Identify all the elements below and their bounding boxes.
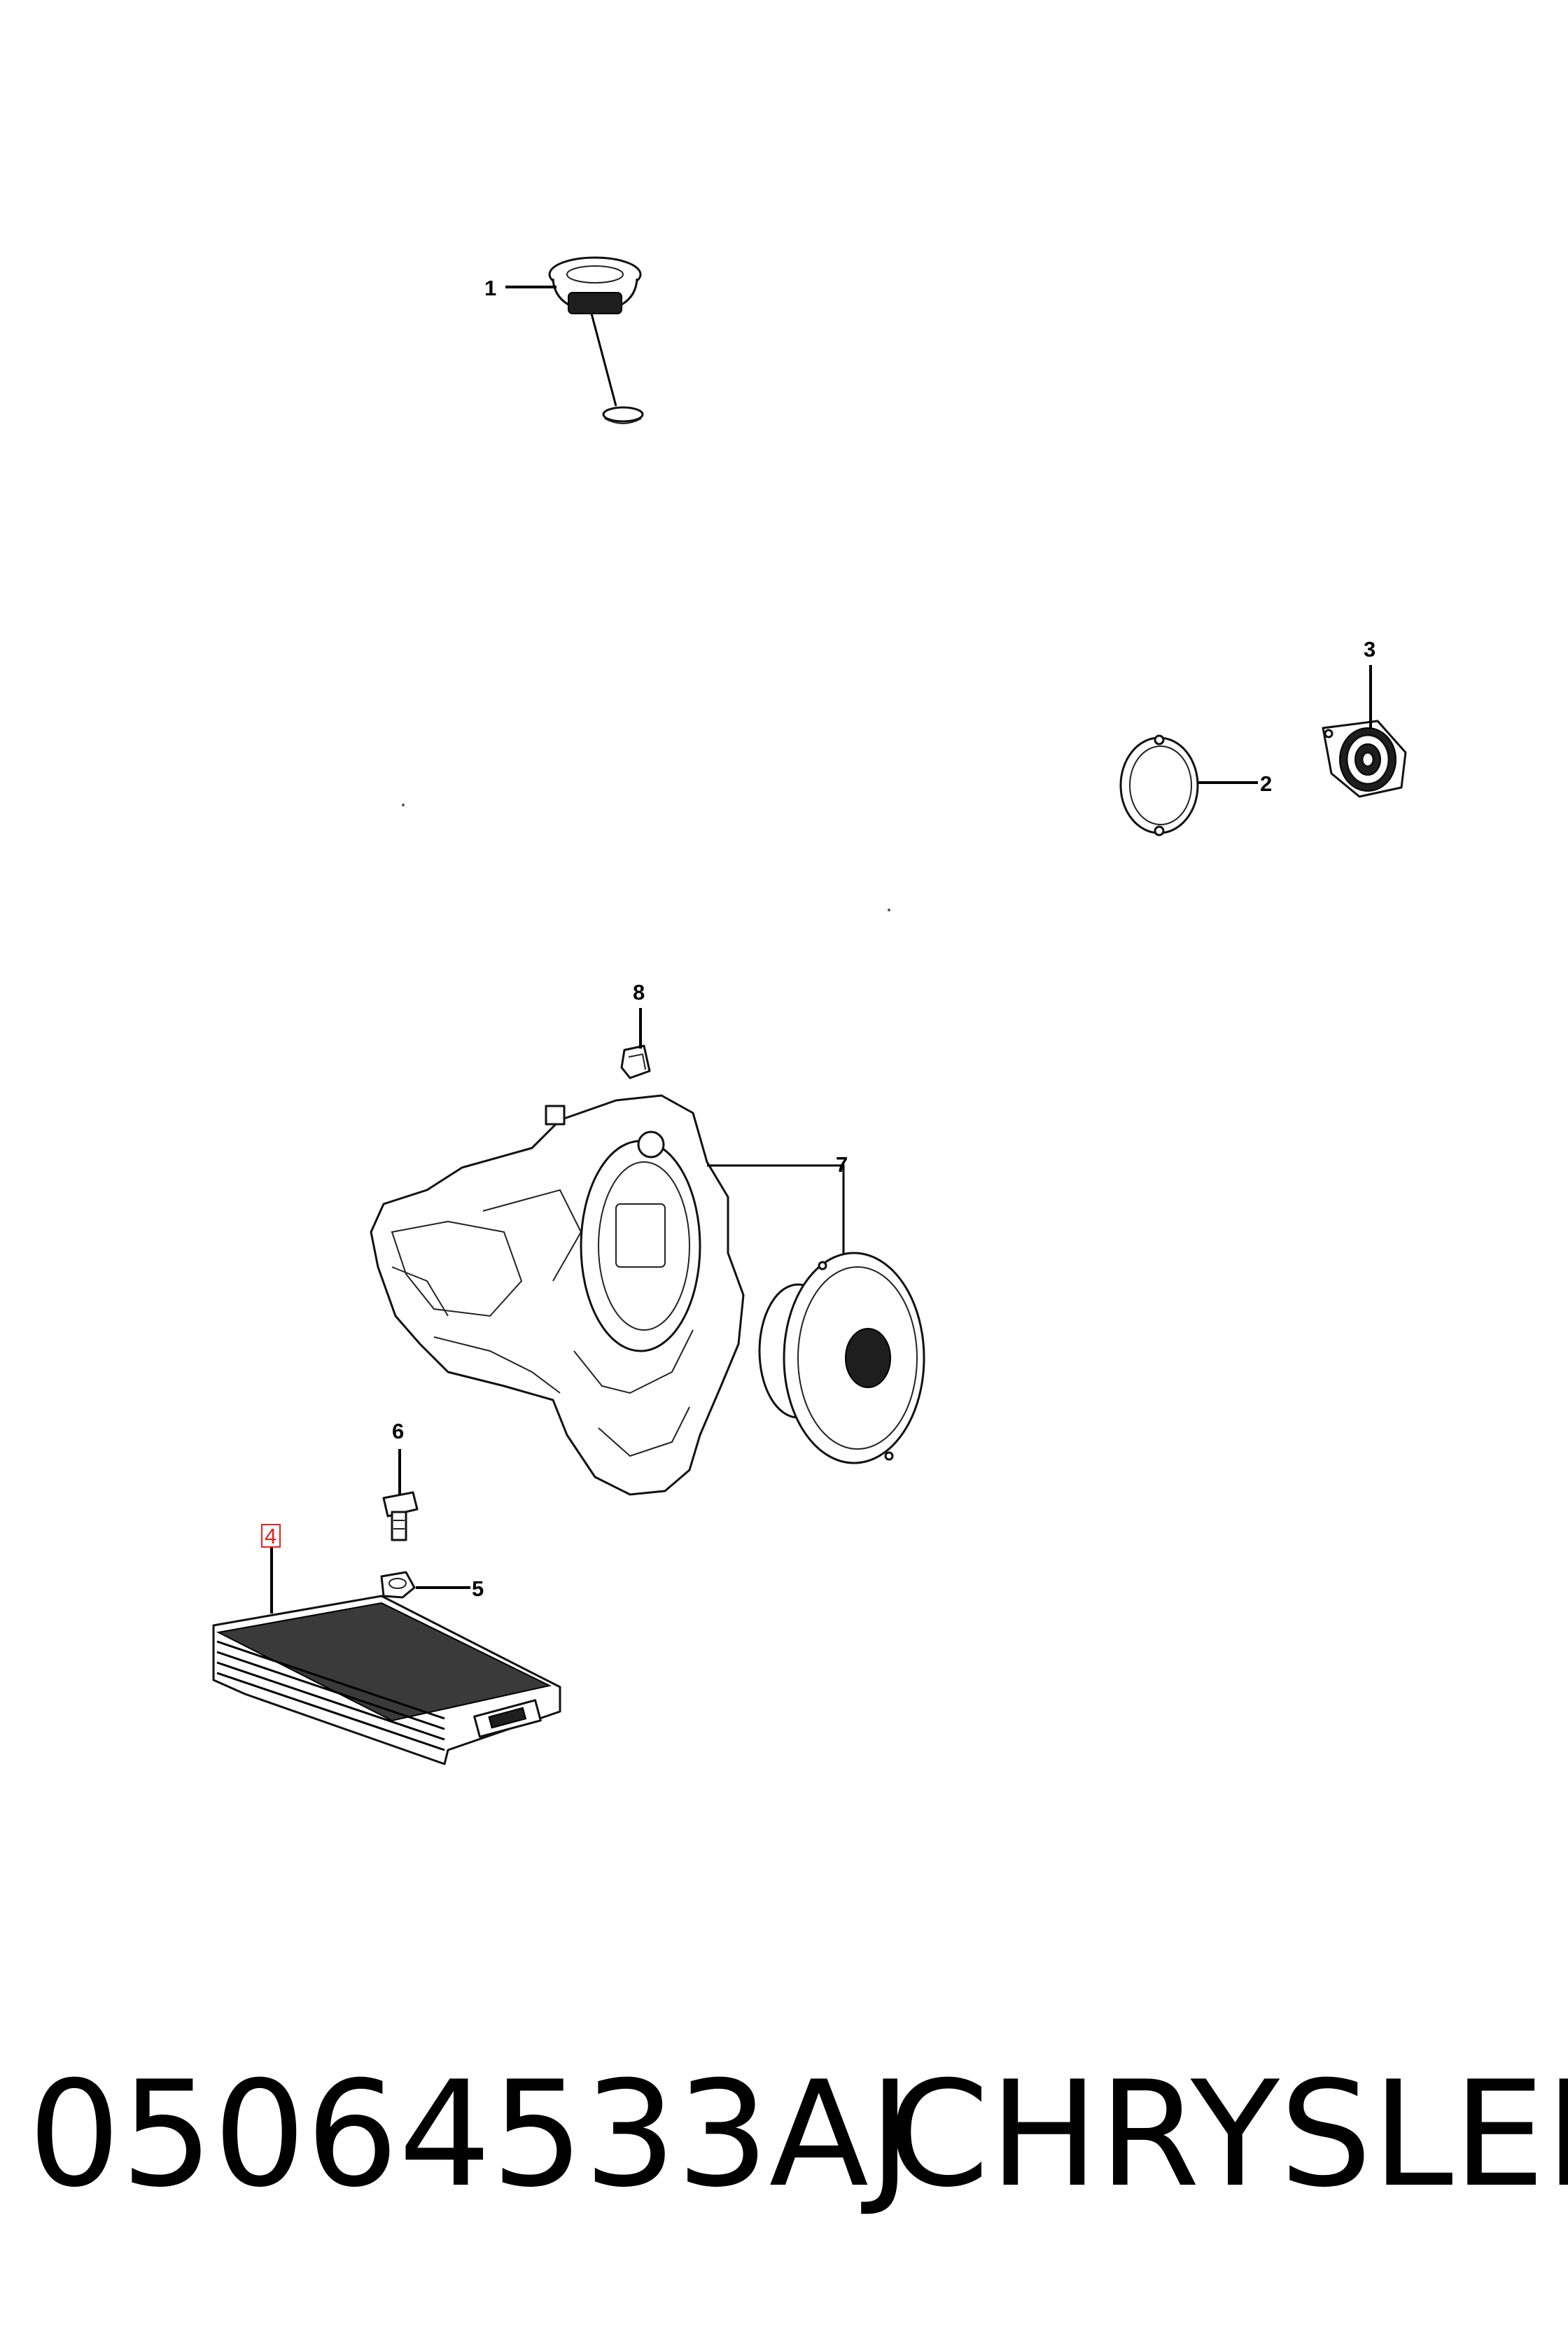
part-3-speaker [1322, 720, 1407, 798]
part-8-clip [620, 1044, 651, 1079]
part-1-tweeter [548, 256, 644, 424]
callout-8: 8 [633, 980, 645, 1004]
callout-3: 3 [1364, 637, 1376, 662]
speck [888, 909, 890, 911]
part-5-nut [380, 1571, 416, 1599]
callout-1: 1 [484, 276, 496, 300]
part-2-gasket [1119, 734, 1199, 836]
callout-4: 4 [265, 1524, 276, 1548]
brand-name: CHRYSLER [888, 2050, 1568, 2220]
callout-6: 6 [392, 1419, 404, 1443]
callout-5: 5 [472, 1576, 484, 1601]
part-4-amplifier [212, 1595, 561, 1765]
callout-4-highlight-box [261, 1524, 281, 1548]
callout-7: 7 [836, 1152, 848, 1177]
speck [402, 804, 405, 806]
part-number: 05064533AJ [28, 2050, 912, 2220]
part-7-coaxial-speaker [758, 1252, 925, 1464]
callout-2: 2 [1260, 771, 1272, 796]
leader-line-7 [707, 1164, 845, 1260]
part-6-bolt [382, 1491, 419, 1541]
part-7-enclosure [370, 1094, 745, 1496]
